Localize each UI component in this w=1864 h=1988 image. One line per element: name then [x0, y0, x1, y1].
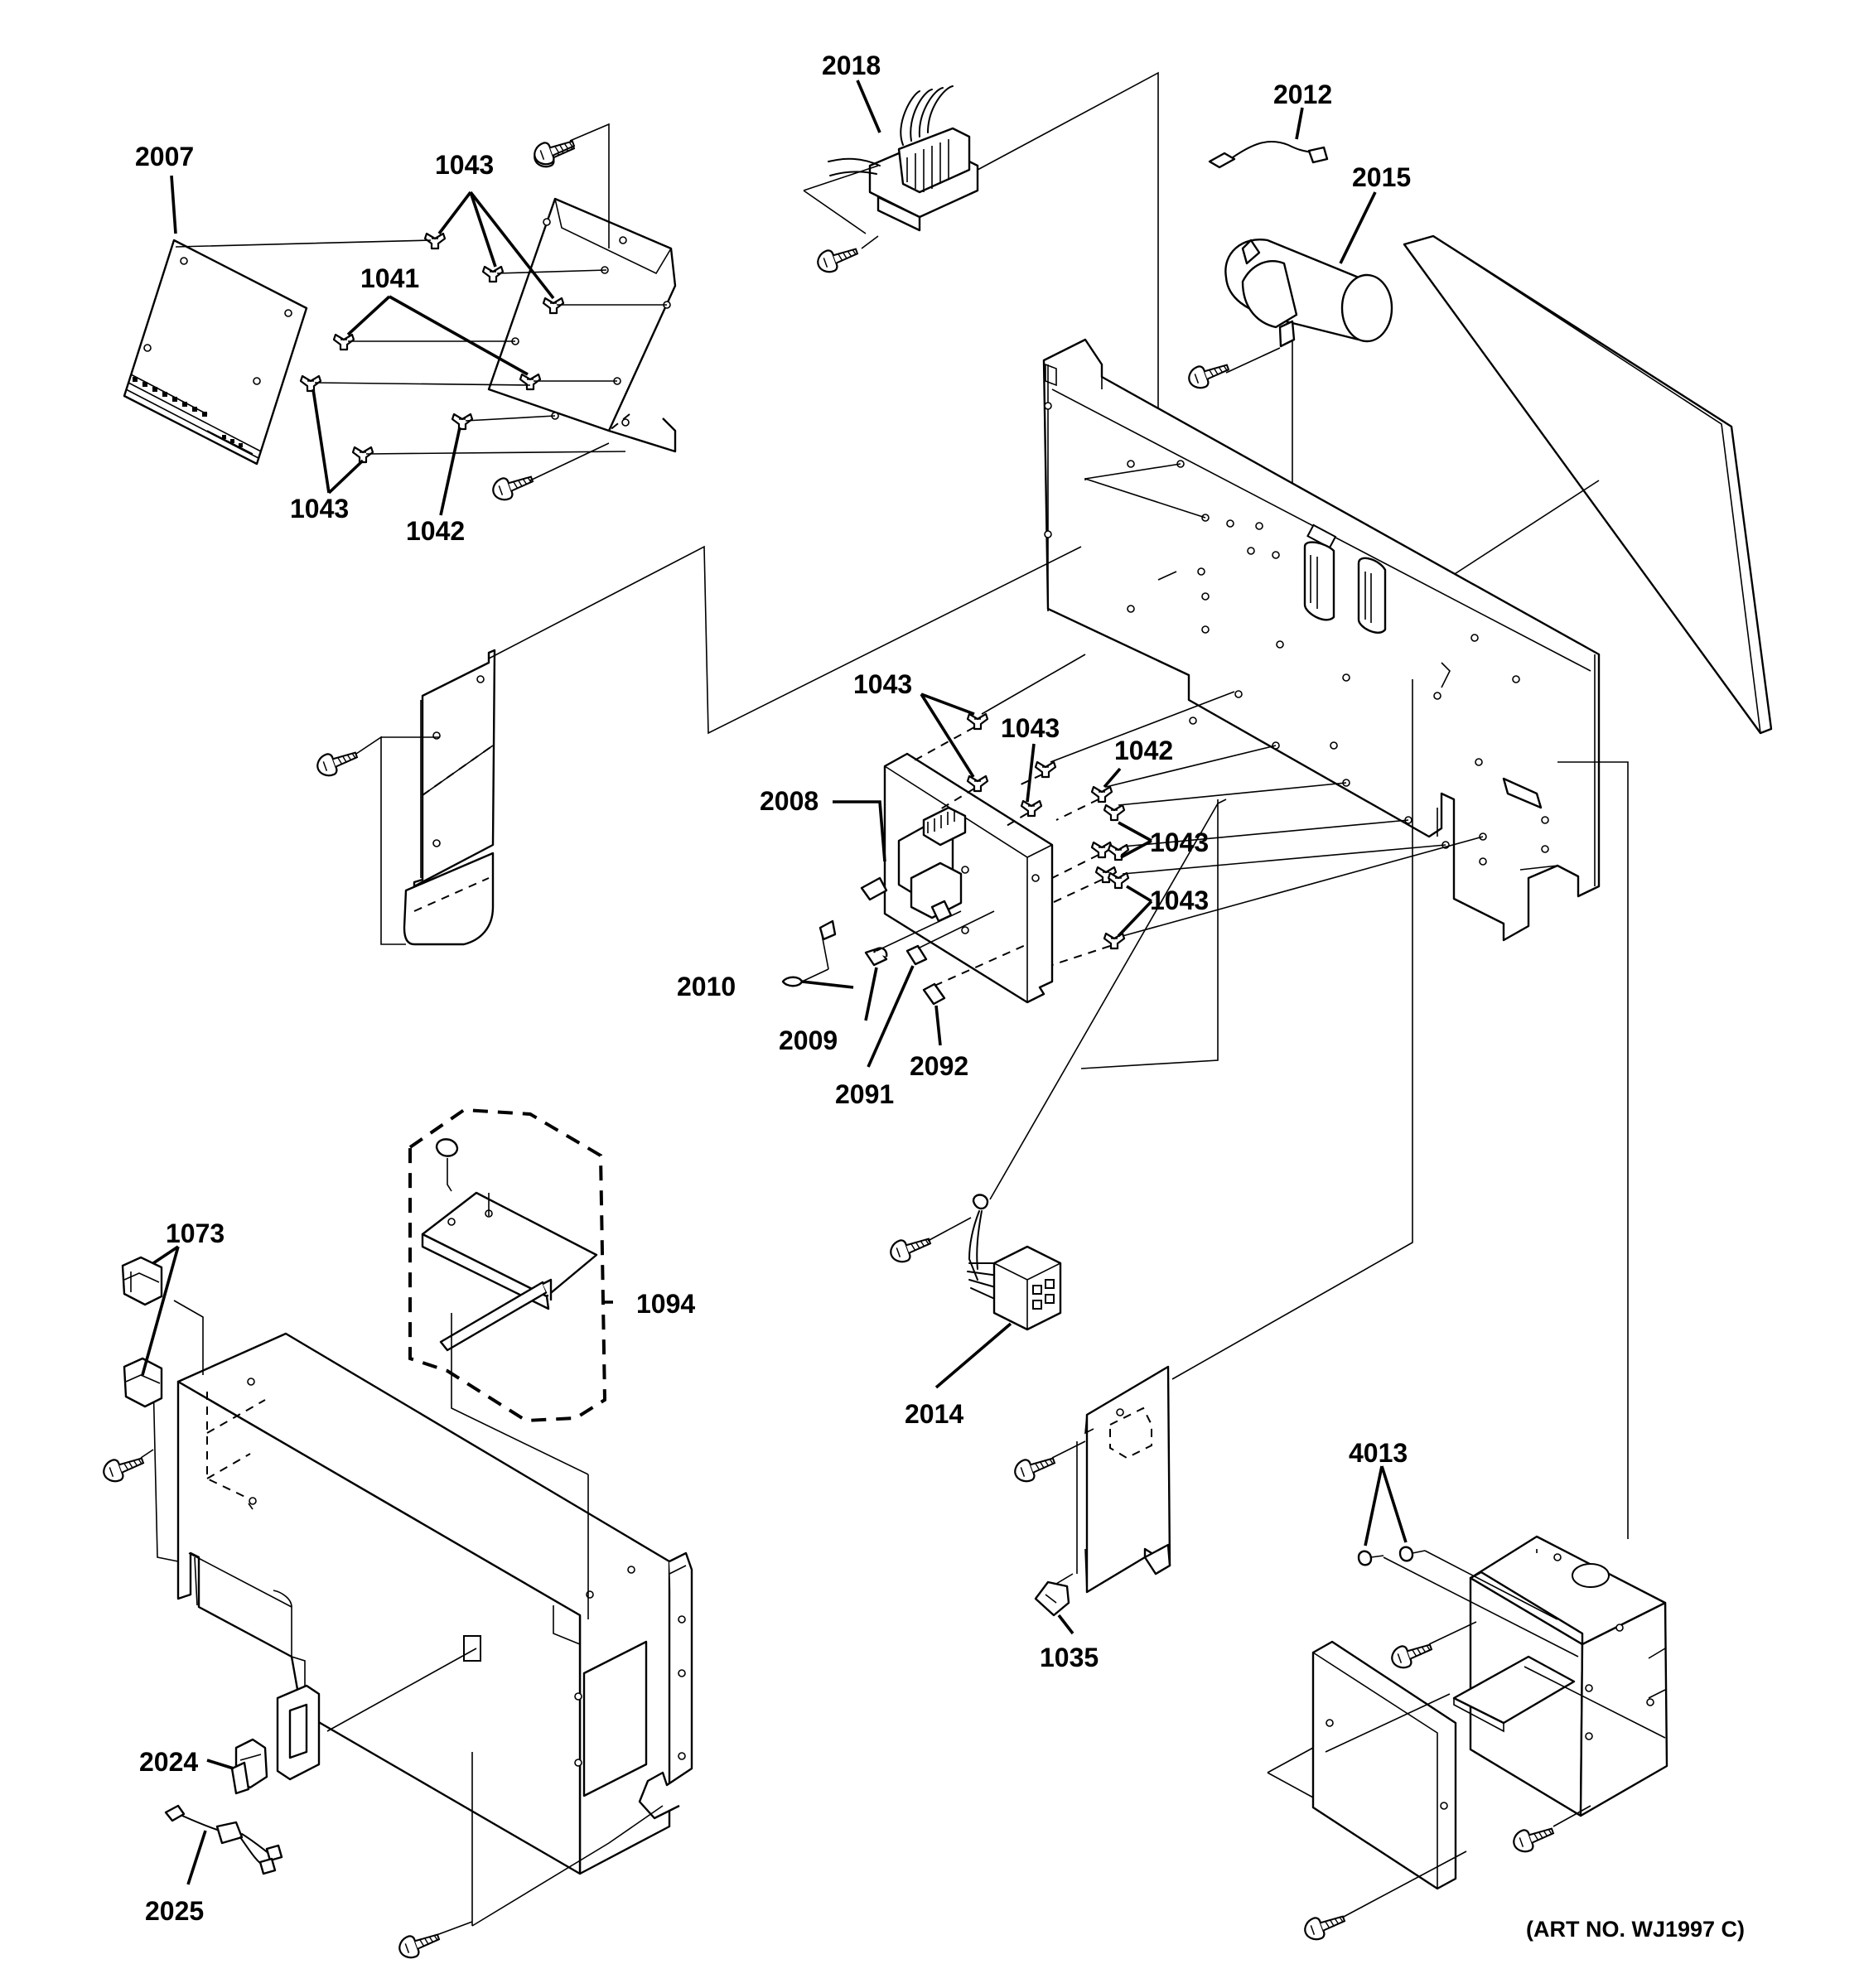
clip-1035: [1034, 1580, 1070, 1617]
callout-2015: 2015: [1352, 162, 1411, 192]
motor-2015: [1224, 239, 1393, 348]
board-mounting-bracket: [487, 197, 677, 453]
callout-2025: 2025: [145, 1896, 204, 1926]
part-1073-lower: [123, 1357, 163, 1408]
art-number: (ART NO. WJ1997 C): [1526, 1917, 1745, 1942]
callout-1043-left: 1043: [290, 494, 349, 524]
callout-2010: 2010: [677, 972, 736, 1001]
callout-1035: 1035: [1040, 1643, 1099, 1672]
part-2091: [905, 944, 928, 966]
callout-1042-top: 1042: [406, 516, 465, 546]
cover-panel: [1403, 234, 1773, 735]
callout-2024: 2024: [139, 1747, 198, 1777]
main-back-panel: [1042, 338, 1601, 942]
part-2009: [864, 947, 888, 967]
clip-leader-lines: [175, 239, 667, 455]
screw-motor: [1185, 356, 1233, 393]
callout-1043-c: 1043: [1150, 828, 1209, 857]
screw-cover-bottom: [1301, 1908, 1349, 1944]
transformer-2018: [828, 85, 979, 232]
callout-4013: 4013: [1349, 1438, 1408, 1468]
part-2092: [922, 982, 946, 1006]
screw-housing-left: [99, 1450, 147, 1486]
callout-labels: 2007 1043 1041 1043 1042 2018 2012 2015 …: [135, 51, 1745, 1942]
screw-left-bracket: [313, 744, 361, 780]
screws-4013: [1357, 1546, 1426, 1566]
callout-2091: 2091: [835, 1079, 894, 1109]
control-board-2007: [123, 239, 308, 466]
kit-1094: [408, 1107, 607, 1475]
left-bracket-upper: [403, 649, 496, 946]
control-board-2008: [860, 752, 1054, 1004]
callout-2012: 2012: [1273, 80, 1332, 109]
wire-harness-2014: [967, 1194, 1062, 1331]
screw-box-bottom: [1509, 1820, 1557, 1856]
part-1073-upper: [121, 1256, 163, 1306]
callout-1043-top: 1043: [435, 150, 494, 180]
lower-right-shelf: [1452, 1655, 1576, 1733]
wire-harness-2012: [1208, 141, 1329, 169]
lower-right-cover: [1311, 1640, 1457, 1890]
mount-bracket-1035: [1084, 1365, 1171, 1594]
callout-1043-a: 1043: [853, 669, 912, 699]
callout-1042-mid: 1042: [1114, 736, 1173, 765]
callout-2009: 2009: [779, 1025, 838, 1055]
callout-1043-b: 1043: [1001, 713, 1060, 743]
callout-2007: 2007: [135, 142, 194, 171]
screw-housing-bottom: [395, 1926, 443, 1962]
screw-bracket-bottom: [489, 468, 537, 504]
callout-2014: 2014: [905, 1399, 963, 1429]
lower-left-housing: [176, 1332, 693, 1875]
callout-1041: 1041: [360, 263, 419, 293]
part-2010: [781, 919, 837, 987]
switch-2024: [230, 1738, 268, 1795]
bezel-2024: [276, 1684, 321, 1781]
callout-1094: 1094: [636, 1289, 695, 1319]
screw-1035: [1011, 1450, 1059, 1486]
callout-1073: 1073: [166, 1218, 225, 1248]
screw-2014: [886, 1230, 934, 1267]
screw-transformer: [814, 240, 862, 277]
callout-2092: 2092: [910, 1051, 968, 1081]
lower-right-box: [1469, 1535, 1668, 1817]
callout-1043-d: 1043: [1150, 885, 1209, 915]
wire-harness-2025: [164, 1804, 283, 1875]
callout-2018: 2018: [822, 51, 881, 80]
screw-box-left: [1388, 1636, 1436, 1672]
callout-2008: 2008: [760, 786, 819, 816]
